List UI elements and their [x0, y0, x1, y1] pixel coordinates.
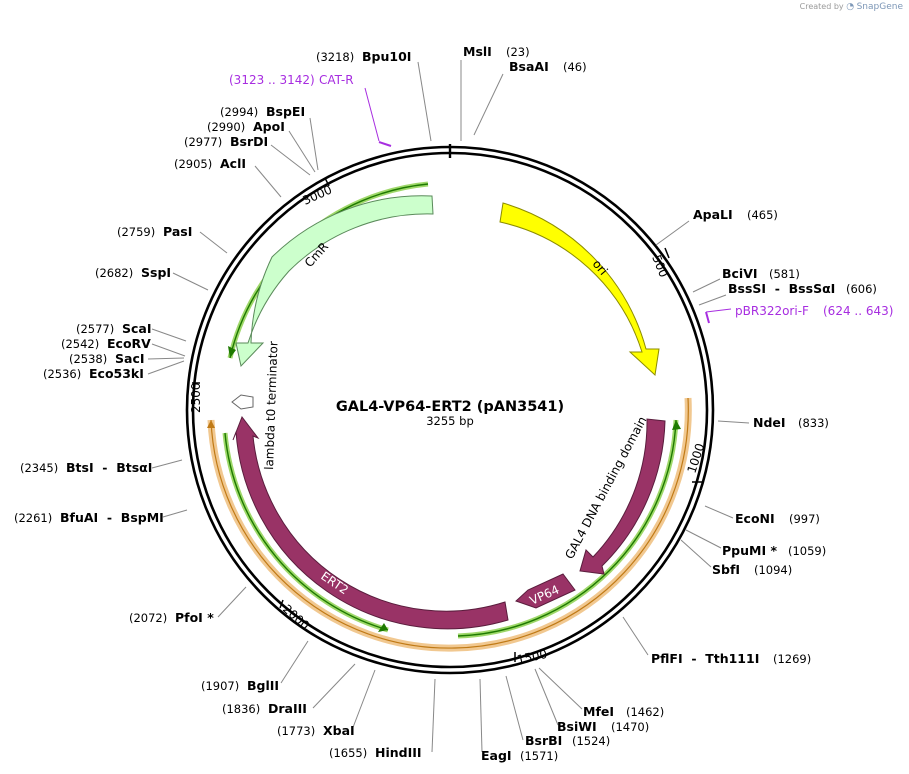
tick-label-500: 500 [649, 253, 671, 279]
site-name: Bpu10I [362, 49, 411, 64]
tick-label-2000: 2000 [280, 602, 312, 633]
site-name: SacI [115, 351, 145, 366]
site-pos: (833) [798, 416, 829, 430]
site-name: BssSI - BssSαI [728, 281, 835, 296]
site-pos: (1836) [222, 702, 260, 716]
site-name: EagI [481, 748, 512, 763]
watermark-brand: SnapGene [856, 2, 903, 12]
site-name: BtsI - BtsαI [66, 460, 152, 475]
site-name: BglII [247, 678, 279, 693]
site-name: DraIII [268, 701, 307, 716]
site-pos: (2682) [95, 266, 133, 280]
site-name: EcoNI [735, 511, 775, 526]
site-name: PpuMI * [722, 543, 777, 558]
site-pos: (2261) [14, 511, 52, 525]
site-name: Eco53kI [89, 366, 144, 381]
site-pos: (3218) [316, 50, 354, 64]
site-name: ApaLI [693, 207, 733, 222]
site-pos: (2759) [117, 225, 155, 239]
site-pos: (465) [747, 208, 778, 222]
site-pos: (23) [506, 45, 530, 59]
feature-cmr: CmR [227, 181, 434, 368]
primer-tracks [207, 397, 692, 652]
site-name: BfuAI - BspMI [60, 510, 164, 525]
site-pos: (997) [789, 512, 820, 526]
site-name: BsrDI [230, 134, 268, 149]
site-name: AclI [220, 156, 246, 171]
snapgene-watermark: Created by ◔ SnapGene [800, 2, 903, 12]
tick-label-1500: 1500 [516, 647, 549, 667]
site-name: BsrBI [525, 733, 562, 748]
plasmid-name: GAL4-VP64-ERT2 (pAN3541) [336, 399, 564, 415]
feature-gal4-dbd: GAL4 DNA binding domain [562, 414, 666, 575]
site-name: MfeI [583, 704, 614, 719]
site-name: MslI [463, 44, 492, 59]
feature-label-lambda-t0: lambda t0 terminator [262, 341, 280, 470]
site-pos: (606) [846, 282, 877, 296]
site-pos: (2990) [207, 120, 245, 134]
site-pos: (2977) [184, 135, 222, 149]
site-name: ApoI [253, 119, 285, 134]
site-pos: (1524) [572, 734, 610, 748]
site-pos: (1094) [754, 563, 792, 577]
primer-cat-r: (3123 .. 3142) CAT-R [229, 73, 392, 147]
tick-label-2500: 2500 [189, 382, 203, 413]
site-name: XbaI [323, 723, 355, 738]
site-pos: (2577) [76, 322, 114, 336]
site-name: BsaAI [509, 59, 549, 74]
site-pos: (2072) [129, 611, 167, 625]
site-name: PasI [163, 224, 192, 239]
site-pos: (2994) [220, 105, 258, 119]
site-name: NdeI [753, 415, 786, 430]
site-labels: MslI (23) BsaAI (46) ApaLI (465) BciVI (… [14, 44, 877, 763]
snapgene-logo-icon: ◔ [846, 2, 855, 12]
feature-ori: ori [499, 202, 660, 377]
tick-label-3000: 3000 [301, 183, 335, 208]
plasmid-length: 3255 bp [426, 414, 474, 428]
site-pos: (1059) [788, 544, 826, 558]
site-pos: (2538) [69, 352, 107, 366]
primer-name-pbr322ori-f: pBR322ori-F [735, 304, 809, 318]
site-name: SspI [141, 265, 171, 280]
site-pos: (1773) [277, 724, 315, 738]
site-pos: (2542) [61, 337, 99, 351]
site-pos: (1907) [201, 679, 239, 693]
site-pos: (1269) [773, 652, 811, 666]
site-pos: (1571) [520, 749, 558, 763]
site-name: PflFI - Tth111I [651, 651, 759, 666]
site-pos: (1470) [611, 720, 649, 734]
site-name: HindIII [375, 745, 422, 760]
site-pos: (2905) [174, 157, 212, 171]
site-pos: (2345) [20, 461, 58, 475]
site-leaders [147, 60, 750, 753]
site-name: PfoI * [175, 610, 214, 625]
feature-lambda-t0-terminator: lambda t0 terminator [231, 341, 280, 470]
site-name: BspEI [266, 104, 305, 119]
site-pos: (581) [769, 267, 800, 281]
site-pos: (1655) [329, 746, 367, 760]
site-name: BciVI [722, 266, 758, 281]
site-name: ScaI [122, 321, 152, 336]
primer-name-cat-r: CAT-R [319, 73, 354, 87]
site-pos: (2536) [43, 367, 81, 381]
site-pos: (46) [563, 60, 587, 74]
watermark-prefix: Created by [799, 2, 844, 11]
site-name: SbfI [712, 562, 740, 577]
site-pos: (1462) [626, 705, 664, 719]
primer-range-pbr322ori-f: (624 .. 643) [823, 304, 893, 318]
primer-range-cat-r: (3123 .. 3142) [229, 73, 315, 87]
site-name: BsiWI [557, 719, 597, 734]
site-name: EcoRV [107, 336, 151, 351]
primer-pbr322ori-f: pBR322ori-F (624 .. 643) [705, 304, 893, 324]
